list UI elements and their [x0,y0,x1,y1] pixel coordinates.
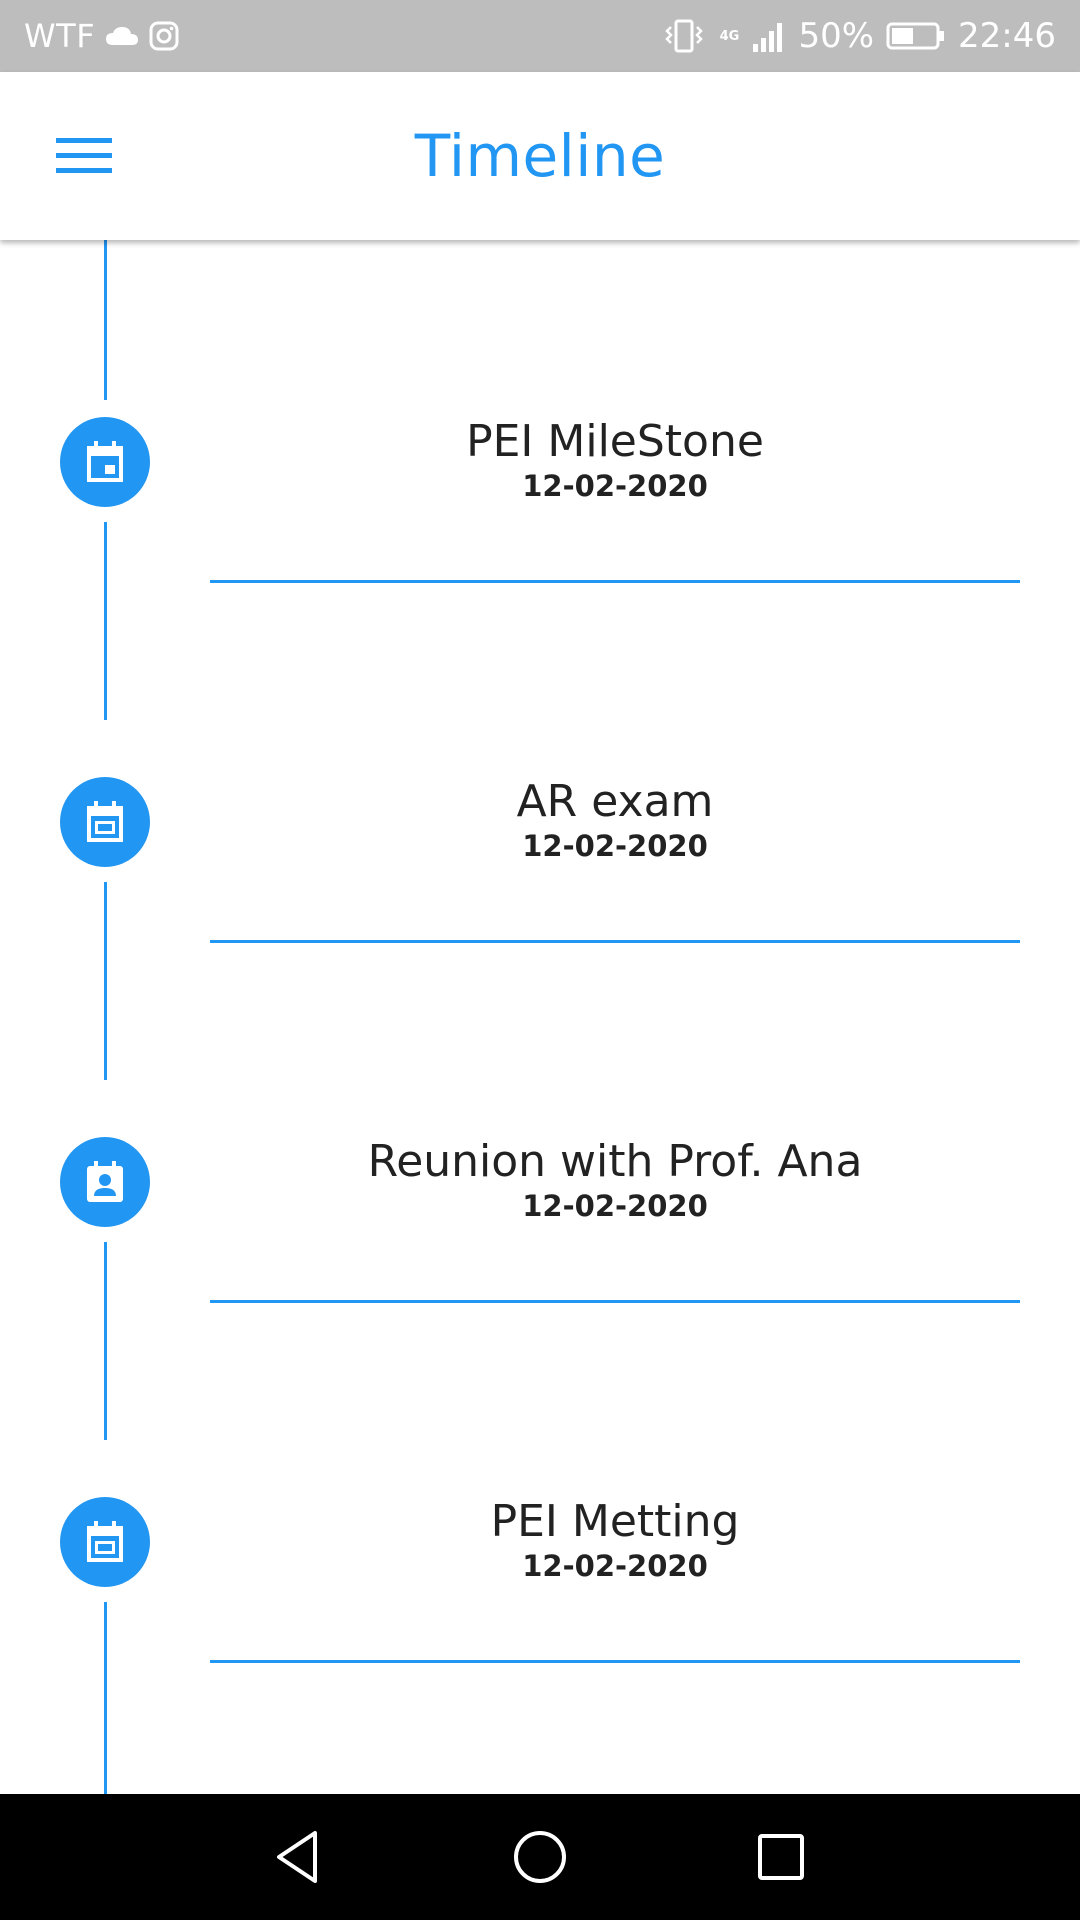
timeline-node[interactable] [60,417,150,507]
calendar-event-icon [87,1521,123,1562]
navigation-bar [0,1794,1080,1920]
timeline-divider [210,1300,1020,1303]
signal-icon [752,20,786,52]
status-bar: WTF 4G [0,0,1080,72]
timeline-connector [104,522,107,720]
home-button[interactable] [505,1822,575,1892]
menu-button[interactable] [52,130,116,182]
battery-percent-label: 50% [798,16,875,56]
status-bar-right: 4G 50% 22:46 [662,0,1056,72]
calendar-event-icon [87,801,123,842]
calendar-person-icon [87,1161,123,1202]
timeline-item-title: PEI MileStone [466,416,764,467]
timeline-item[interactable]: AR exam 12-02-2020 [210,776,1020,864]
timeline-divider [210,1660,1020,1663]
back-button[interactable] [264,1822,334,1892]
timeline-item[interactable]: PEI MileStone 12-02-2020 [210,416,1020,504]
recents-icon [758,1834,804,1880]
instagram-icon [149,21,179,51]
timeline-connector [104,1602,107,1794]
timeline-connector [104,240,107,400]
timeline-list: PEI MileStone 12-02-2020 AR exam 12-02-2… [0,240,1080,1794]
timeline-item-date: 12-02-2020 [522,829,708,863]
clock-label: 22:46 [958,16,1056,56]
page-title: Timeline [414,122,666,190]
timeline-item-title: AR exam [516,776,714,827]
timeline-item-date: 12-02-2020 [522,469,708,503]
timeline-item-date: 12-02-2020 [522,1189,708,1223]
status-bar-left: WTF [24,0,179,72]
vibrate-icon [662,19,706,53]
hamburger-menu-icon [56,138,112,173]
carrier-label: WTF [24,17,96,55]
back-icon [277,1831,317,1883]
timeline-item[interactable]: Reunion with Prof. Ana 12-02-2020 [210,1136,1020,1224]
home-icon [514,1831,566,1883]
app-bar: Timeline [0,72,1080,240]
timeline-node[interactable] [60,777,150,867]
timeline-item-title: PEI Metting [490,1496,740,1547]
network-type-label: 4G [719,28,740,44]
timeline-node[interactable] [60,1137,150,1227]
timeline-item-title: Reunion with Prof. Ana [367,1136,863,1187]
recents-button[interactable] [745,1822,815,1892]
timeline-item-date: 12-02-2020 [522,1549,708,1583]
timeline-divider [210,940,1020,943]
timeline-connector [104,1242,107,1440]
cloud-icon [105,25,139,47]
timeline-connector [104,882,107,1080]
calendar-event-icon [87,441,123,482]
timeline-divider [210,580,1020,583]
timeline-item[interactable]: PEI Metting 12-02-2020 [210,1496,1020,1584]
battery-icon [886,21,946,51]
timeline-node[interactable] [60,1497,150,1587]
